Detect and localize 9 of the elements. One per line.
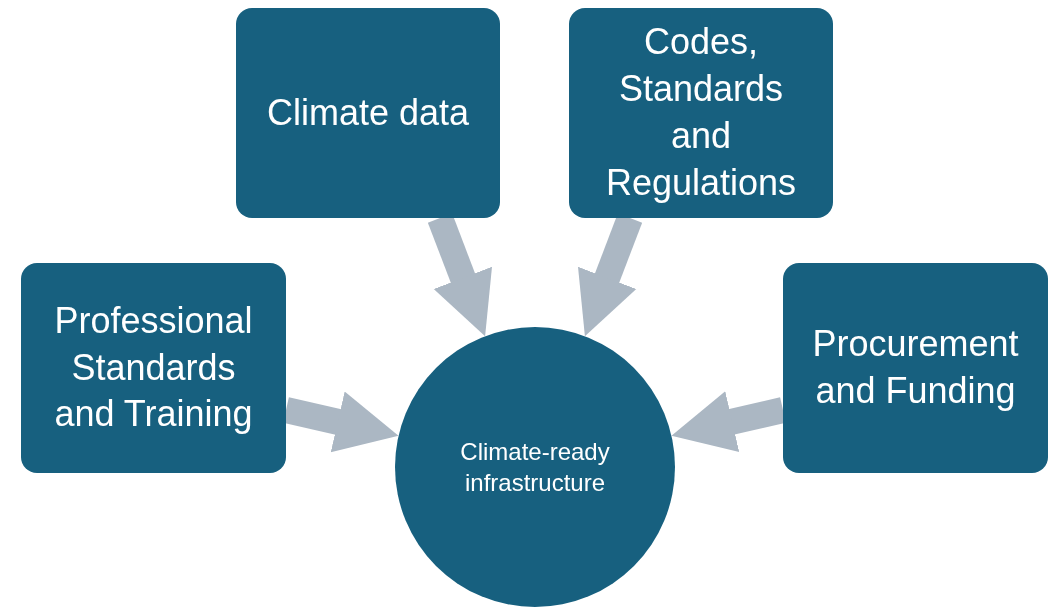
topic-box xyxy=(783,263,1048,473)
topic-box xyxy=(21,263,286,473)
node-label: Professional Standards and Training xyxy=(53,298,254,437)
node-label: Codes, Standards and Regulations xyxy=(604,20,798,205)
topic-box xyxy=(236,8,500,218)
node-label: Climate data xyxy=(266,90,470,135)
topic-box xyxy=(569,8,833,218)
node-label: Climate-ready infrastructure xyxy=(459,436,611,498)
node-label: Procurement and Funding xyxy=(811,322,1020,413)
